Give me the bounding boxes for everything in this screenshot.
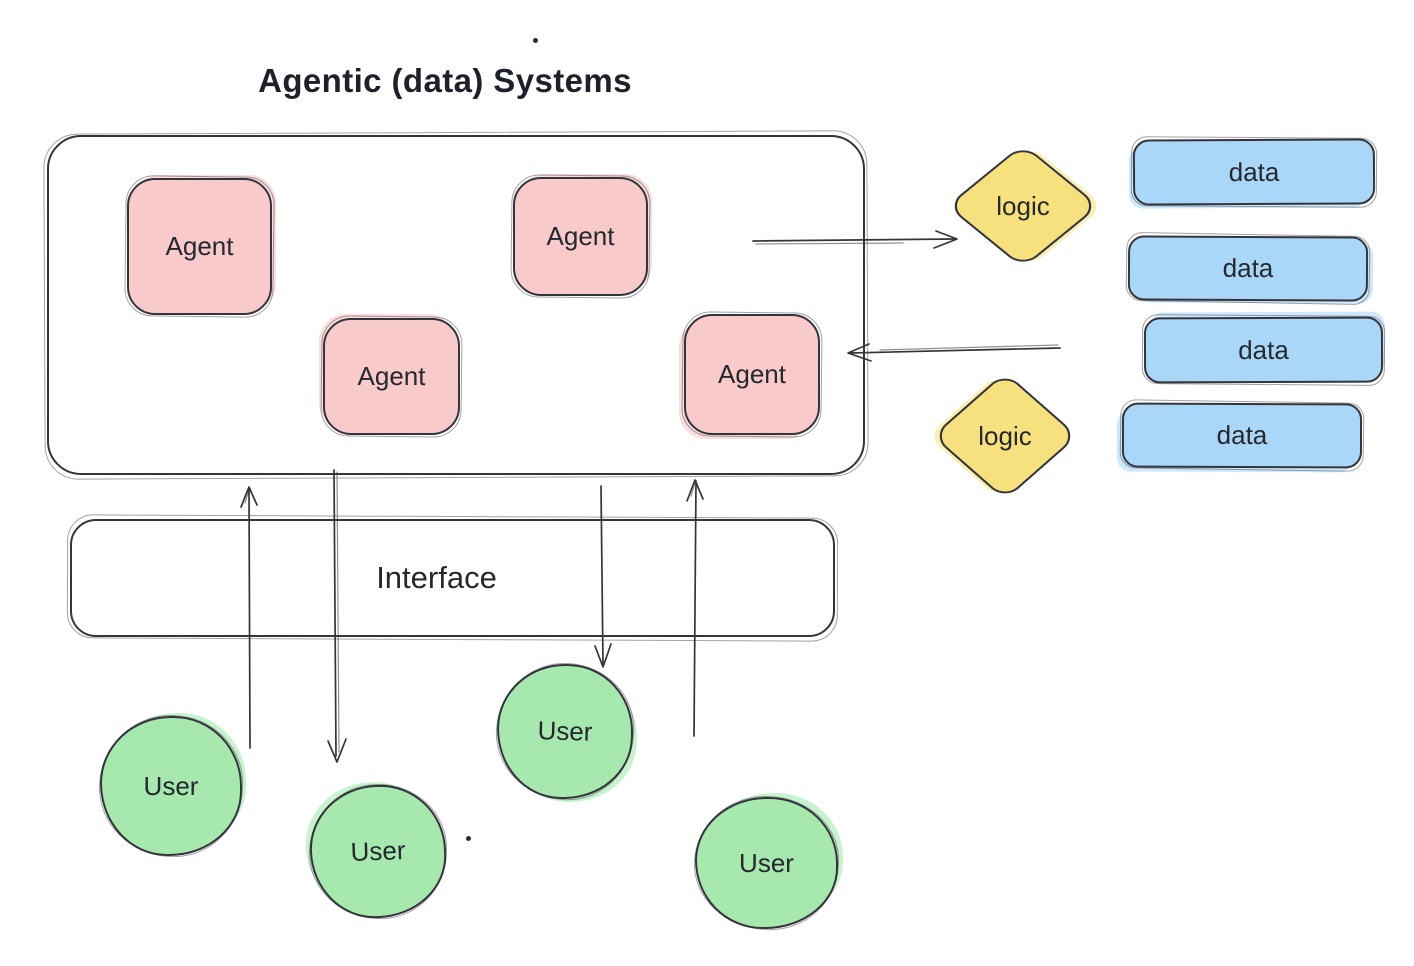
user-label: User xyxy=(537,715,593,747)
diagram-title: Agentic (data) Systems xyxy=(258,62,632,99)
agent-label: Agent xyxy=(546,221,615,251)
data-node: data xyxy=(1121,402,1363,469)
logic-label: logic xyxy=(978,420,1032,451)
agent-node: Agent xyxy=(513,177,648,296)
logic-label: logic xyxy=(996,190,1050,221)
logic-node: logic xyxy=(931,371,1079,501)
data-node: data xyxy=(1143,316,1384,384)
agent-label: Agent xyxy=(165,231,234,261)
agent-label: Agent xyxy=(718,359,786,389)
data-node: data xyxy=(1127,235,1369,302)
stray-dot xyxy=(533,38,538,43)
agent-label: Agent xyxy=(357,361,426,391)
user-node: User xyxy=(100,716,242,856)
data-label: data xyxy=(1238,334,1289,365)
data-label: data xyxy=(1228,156,1280,187)
user-node: User xyxy=(695,797,838,929)
agent-node: Agent xyxy=(127,178,272,315)
interface-box: Interface xyxy=(70,519,835,637)
agent-node: Agent xyxy=(684,314,820,435)
logic-node: logic xyxy=(946,143,1100,269)
user-label: User xyxy=(143,770,199,801)
data-label: data xyxy=(1216,419,1268,451)
stray-dot xyxy=(466,836,471,841)
user-node: User xyxy=(307,782,449,921)
arrow-data-to-container xyxy=(847,343,1061,362)
user-label: User xyxy=(350,835,406,867)
data-label: data xyxy=(1222,252,1274,284)
user-node: User xyxy=(495,662,635,801)
data-node: data xyxy=(1132,138,1376,206)
user-label: User xyxy=(739,847,794,878)
interface-label: Interface xyxy=(376,560,497,595)
agent-node: Agent xyxy=(323,318,460,435)
